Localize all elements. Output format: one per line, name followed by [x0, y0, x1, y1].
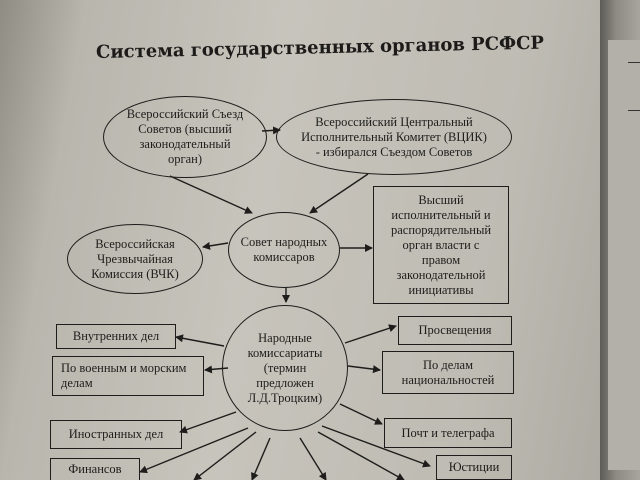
next-page-edge	[600, 0, 640, 480]
arrow-comm-to-finance	[139, 427, 249, 474]
arrow-comm-to-posts	[339, 403, 383, 425]
node-vtsik: Всероссийский Центральный Исполнительный…	[276, 99, 512, 175]
node-sovnarkom-label: Совет народных комиссаров	[240, 235, 328, 264]
node-internal-label: Внутренних дел	[72, 329, 160, 343]
arrow-comm-to-foreign	[179, 411, 237, 434]
node-vchk-label: Всероссийская Чрезвычайная Комиссия (ВЧК…	[91, 236, 179, 281]
node-education: Просвещения	[398, 316, 512, 345]
node-vtsik-label: Всероссийский Центральный Исполнительный…	[301, 114, 487, 159]
node-nationalities-label: По делам национальностей	[401, 357, 495, 387]
arrow-comm-to-education	[344, 324, 397, 344]
node-internal: Внутренних дел	[56, 324, 176, 349]
arrow-vtsik-to-sovnarkom	[309, 173, 369, 214]
next-page-mark	[628, 62, 640, 63]
node-justice: Юстиции	[436, 455, 512, 480]
arrow-congress-to-sovnarkom	[169, 175, 253, 214]
node-military: По военным и морским делам	[52, 356, 204, 396]
node-foreign-label: Иностранных дел	[68, 427, 164, 441]
node-nationalities: По делам национальностей	[382, 351, 514, 394]
node-commissariats: Народные комиссариаты (термин предложен …	[222, 305, 348, 431]
node-justice-label: Юстиции	[448, 460, 500, 474]
arrow-comm-to-nationalities	[347, 365, 381, 374]
node-highest-exec-label: Высший исполнительный и распорядительный…	[390, 192, 492, 297]
node-posts: Почт и телеграфа	[384, 418, 512, 448]
next-page-mark	[628, 110, 640, 111]
arrow-comm-to-finance-2	[193, 431, 257, 480]
node-commissariats-label: Народные комиссариаты (термин предложен …	[247, 330, 323, 405]
node-finance-label: Финансов	[68, 462, 122, 476]
node-sovnarkom: Совет народных комиссаров	[228, 212, 340, 288]
node-congress-label: Всероссийский Съезд Советов (высший зако…	[126, 107, 244, 166]
arrow-comm-to-bottom-2	[299, 437, 327, 480]
arrow-comm-to-justice-2	[317, 431, 405, 480]
arrow-comm-to-internal	[175, 334, 225, 347]
arrow-comm-to-bottom	[251, 437, 271, 480]
node-vchk: Всероссийская Чрезвычайная Комиссия (ВЧК…	[67, 224, 203, 294]
node-military-label: По военным и морским делам	[61, 361, 187, 390]
next-page-sliver	[608, 40, 640, 470]
arrow-comm-to-justice	[321, 425, 431, 468]
node-education-label: Просвещения	[418, 323, 492, 337]
arrow-sovnarkom-to-vchk	[202, 241, 229, 250]
node-congress: Всероссийский Съезд Советов (высший зако…	[103, 96, 267, 178]
node-posts-label: Почт и телеграфа	[401, 425, 495, 440]
node-foreign: Иностранных дел	[50, 420, 182, 449]
node-finance: Финансов	[50, 458, 140, 480]
node-highest-exec: Высший исполнительный и распорядительный…	[373, 186, 509, 304]
